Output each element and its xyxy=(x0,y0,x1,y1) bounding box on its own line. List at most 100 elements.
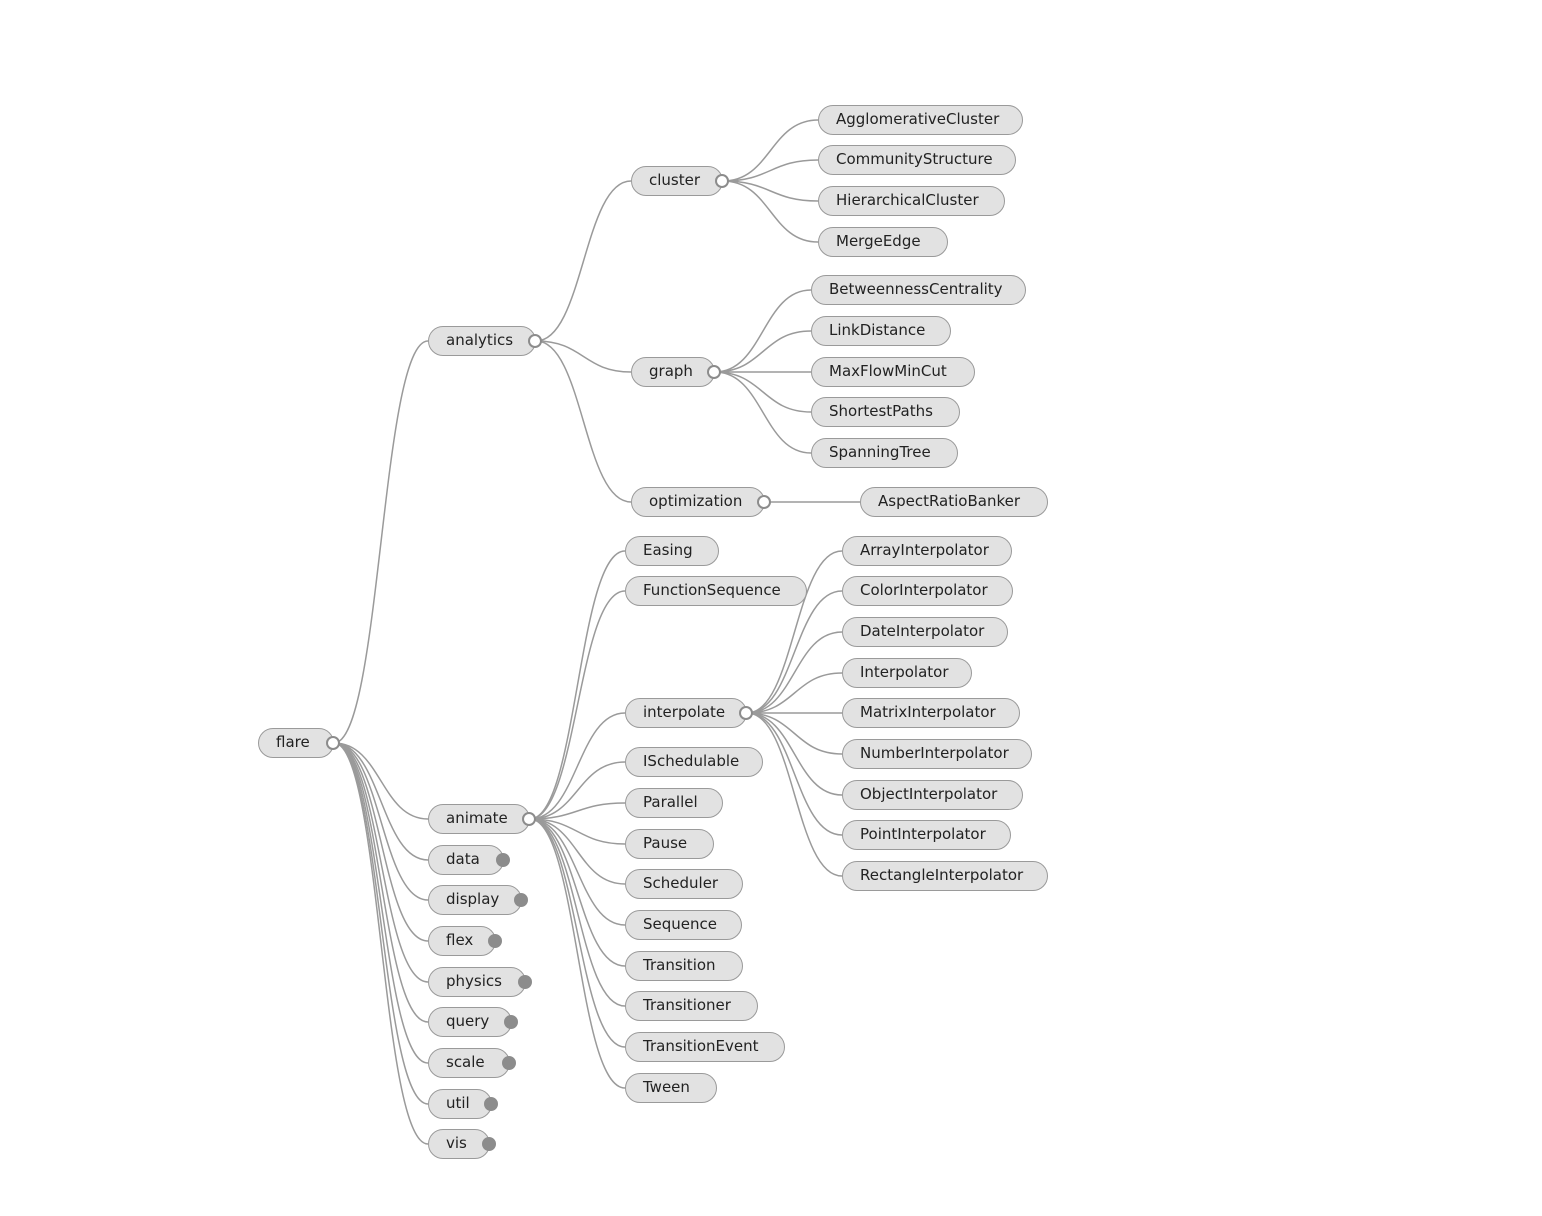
node-flex[interactable]: flex xyxy=(428,926,502,956)
collapsed-toggle-icon[interactable] xyxy=(484,1097,498,1111)
node-ColorInterpolator[interactable]: ColorInterpolator xyxy=(842,576,1013,606)
node-AgglomerativeCluster[interactable]: AgglomerativeCluster xyxy=(818,105,1023,135)
node-label: MaxFlowMinCut xyxy=(829,362,947,380)
node-label: Scheduler xyxy=(643,874,719,892)
node-animate[interactable]: animate xyxy=(428,804,536,834)
node-cluster[interactable]: cluster xyxy=(631,166,729,196)
link-flare-display xyxy=(333,742,429,901)
node-label: analytics xyxy=(446,331,514,349)
node-data[interactable]: data xyxy=(428,845,510,875)
collapsed-toggle-icon[interactable] xyxy=(482,1137,496,1151)
node-ISchedulable[interactable]: ISchedulable xyxy=(625,747,763,777)
node-Parallel[interactable]: Parallel xyxy=(625,788,723,818)
node-label: FunctionSequence xyxy=(643,581,781,599)
expanded-toggle-icon[interactable] xyxy=(707,365,721,379)
link-animate-Pause xyxy=(529,818,626,845)
node-PointInterpolator[interactable]: PointInterpolator xyxy=(842,820,1011,850)
node-CommunityStructure[interactable]: CommunityStructure xyxy=(818,145,1016,175)
link-animate-Scheduler xyxy=(529,818,626,885)
link-cluster-AgglomerativeCluster xyxy=(722,119,819,182)
node-Scheduler[interactable]: Scheduler xyxy=(625,869,743,899)
collapsed-toggle-icon[interactable] xyxy=(496,853,510,867)
node-label: Tween xyxy=(643,1078,690,1096)
node-ObjectInterpolator[interactable]: ObjectInterpolator xyxy=(842,780,1023,810)
node-TransitionEvent[interactable]: TransitionEvent xyxy=(625,1032,785,1062)
collapsed-toggle-icon[interactable] xyxy=(502,1056,516,1070)
node-label: NumberInterpolator xyxy=(860,744,1009,762)
node-label: display xyxy=(446,890,500,908)
expanded-toggle-icon[interactable] xyxy=(715,174,729,188)
link-animate-Transitioner xyxy=(529,818,626,1007)
node-MatrixInterpolator[interactable]: MatrixInterpolator xyxy=(842,698,1020,728)
node-label: data xyxy=(446,850,480,868)
node-label: ObjectInterpolator xyxy=(860,785,998,803)
node-optimization[interactable]: optimization xyxy=(631,487,771,517)
node-label: ArrayInterpolator xyxy=(860,541,989,559)
node-label: Sequence xyxy=(643,915,717,933)
node-scale[interactable]: scale xyxy=(428,1048,516,1078)
node-BetweennessCentrality[interactable]: BetweennessCentrality xyxy=(811,275,1026,305)
node-analytics[interactable]: analytics xyxy=(428,326,542,356)
link-interpolate-ArrayInterpolator xyxy=(746,550,843,714)
node-label: HierarchicalCluster xyxy=(836,191,979,209)
node-LinkDistance[interactable]: LinkDistance xyxy=(811,316,951,346)
node-label: MergeEdge xyxy=(836,232,921,250)
node-MergeEdge[interactable]: MergeEdge xyxy=(818,227,948,257)
node-label: ISchedulable xyxy=(643,752,740,770)
link-flare-flex xyxy=(333,742,429,942)
node-FunctionSequence[interactable]: FunctionSequence xyxy=(625,576,807,606)
node-flare[interactable]: flare xyxy=(258,728,340,758)
node-Pause[interactable]: Pause xyxy=(625,829,714,859)
node-label: vis xyxy=(446,1134,467,1152)
node-ArrayInterpolator[interactable]: ArrayInterpolator xyxy=(842,536,1012,566)
node-Easing[interactable]: Easing xyxy=(625,536,719,566)
expanded-toggle-icon[interactable] xyxy=(757,495,771,509)
link-animate-interpolate xyxy=(529,712,626,820)
node-graph[interactable]: graph xyxy=(631,357,721,387)
node-label: TransitionEvent xyxy=(643,1037,759,1055)
link-analytics-cluster xyxy=(535,180,632,342)
expanded-toggle-icon[interactable] xyxy=(326,736,340,750)
link-analytics-graph xyxy=(535,340,632,373)
node-MaxFlowMinCut[interactable]: MaxFlowMinCut xyxy=(811,357,975,387)
node-query[interactable]: query xyxy=(428,1007,518,1037)
node-vis[interactable]: vis xyxy=(428,1129,496,1159)
collapsed-toggle-icon[interactable] xyxy=(488,934,502,948)
expanded-toggle-icon[interactable] xyxy=(739,706,753,720)
node-Transition[interactable]: Transition xyxy=(625,951,743,981)
node-RectangleInterpolator[interactable]: RectangleInterpolator xyxy=(842,861,1048,891)
node-Sequence[interactable]: Sequence xyxy=(625,910,742,940)
link-animate-Sequence xyxy=(529,818,626,926)
node-Tween[interactable]: Tween xyxy=(625,1073,717,1103)
node-util[interactable]: util xyxy=(428,1089,498,1119)
link-animate-Transition xyxy=(529,818,626,967)
node-Transitioner[interactable]: Transitioner xyxy=(625,991,758,1021)
collapsed-toggle-icon[interactable] xyxy=(514,893,528,907)
expanded-toggle-icon[interactable] xyxy=(522,812,536,826)
node-label: ColorInterpolator xyxy=(860,581,988,599)
node-NumberInterpolator[interactable]: NumberInterpolator xyxy=(842,739,1032,769)
node-SpanningTree[interactable]: SpanningTree xyxy=(811,438,958,468)
node-AspectRatioBanker[interactable]: AspectRatioBanker xyxy=(860,487,1048,517)
node-label: flare xyxy=(276,733,310,751)
expanded-toggle-icon[interactable] xyxy=(528,334,542,348)
node-DateInterpolator[interactable]: DateInterpolator xyxy=(842,617,1008,647)
link-cluster-HierarchicalCluster xyxy=(722,180,819,202)
node-label: scale xyxy=(446,1053,485,1071)
link-interpolate-PointInterpolator xyxy=(746,712,843,836)
link-animate-Tween xyxy=(529,818,626,1089)
node-HierarchicalCluster[interactable]: HierarchicalCluster xyxy=(818,186,1005,216)
link-flare-util xyxy=(333,742,429,1105)
node-physics[interactable]: physics xyxy=(428,967,532,997)
node-label: AgglomerativeCluster xyxy=(836,110,1000,128)
link-flare-animate xyxy=(333,742,429,820)
node-display[interactable]: display xyxy=(428,885,528,915)
collapsed-toggle-icon[interactable] xyxy=(504,1015,518,1029)
link-animate-ISchedulable xyxy=(529,761,626,820)
node-Interpolator[interactable]: Interpolator xyxy=(842,658,972,688)
node-label: interpolate xyxy=(643,703,726,721)
link-interpolate-Interpolator xyxy=(746,672,843,714)
collapsed-toggle-icon[interactable] xyxy=(518,975,532,989)
node-ShortestPaths[interactable]: ShortestPaths xyxy=(811,397,960,427)
node-interpolate[interactable]: interpolate xyxy=(625,698,753,728)
